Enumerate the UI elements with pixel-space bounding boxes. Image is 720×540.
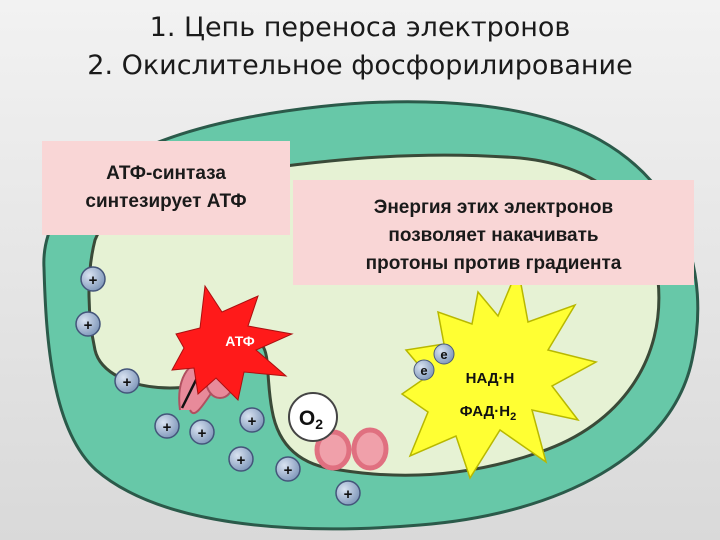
svg-text:+: + <box>89 272 98 289</box>
proton: + <box>154 413 180 439</box>
proton: + <box>228 446 254 472</box>
atp-burst <box>171 284 294 402</box>
svg-text:+: + <box>248 413 257 430</box>
proton: + <box>239 407 265 433</box>
nadh-label: НАД·Н <box>466 370 515 387</box>
membrane-channel-proteins <box>314 427 389 471</box>
o2-label: O2 <box>299 407 323 432</box>
atp-synthase-line-1: АТФ-синтаза <box>106 163 226 184</box>
electron-label: e <box>440 347 447 362</box>
title-line-2: 2. Окислительное фосфорилирование <box>87 50 633 81</box>
title-line-1: 1. Цепь переноса электронов <box>149 12 571 43</box>
atf-label: АТФ <box>225 333 254 349</box>
proton: + <box>80 266 106 292</box>
electron-energy-label-box: Энергия этих электронов позволяет накачи… <box>293 180 694 285</box>
energy-line-2: позволяет накачивать <box>388 225 599 246</box>
svg-text:+: + <box>163 419 172 436</box>
svg-text:+: + <box>198 425 207 442</box>
proton-group: + + + + + + + + + <box>75 266 361 506</box>
oxygen-molecule: O2 <box>288 392 338 442</box>
atp-synthase-label-box: АТФ-синтаза синтезирует АТФ <box>42 141 290 235</box>
svg-text:+: + <box>284 462 293 479</box>
energy-line-1: Энергия этих электронов <box>373 197 614 218</box>
atp-synthase-line-2: синтезирует АТФ <box>85 191 247 212</box>
energy-burst <box>400 265 599 480</box>
proton: + <box>335 480 361 506</box>
svg-text:+: + <box>123 374 132 391</box>
proton: + <box>75 311 101 337</box>
svg-text:+: + <box>237 452 246 469</box>
svg-text:+: + <box>344 486 353 503</box>
svg-text:+: + <box>84 317 93 334</box>
fadh2-label: ФАД·Н2 <box>460 403 516 423</box>
energy-line-3: протоны против градиента <box>365 253 622 274</box>
proton: + <box>189 419 215 445</box>
proton: + <box>275 456 301 482</box>
electron-label: e <box>420 363 427 378</box>
electron: e <box>413 359 435 381</box>
proton: + <box>114 368 140 394</box>
electron: e <box>433 343 455 365</box>
